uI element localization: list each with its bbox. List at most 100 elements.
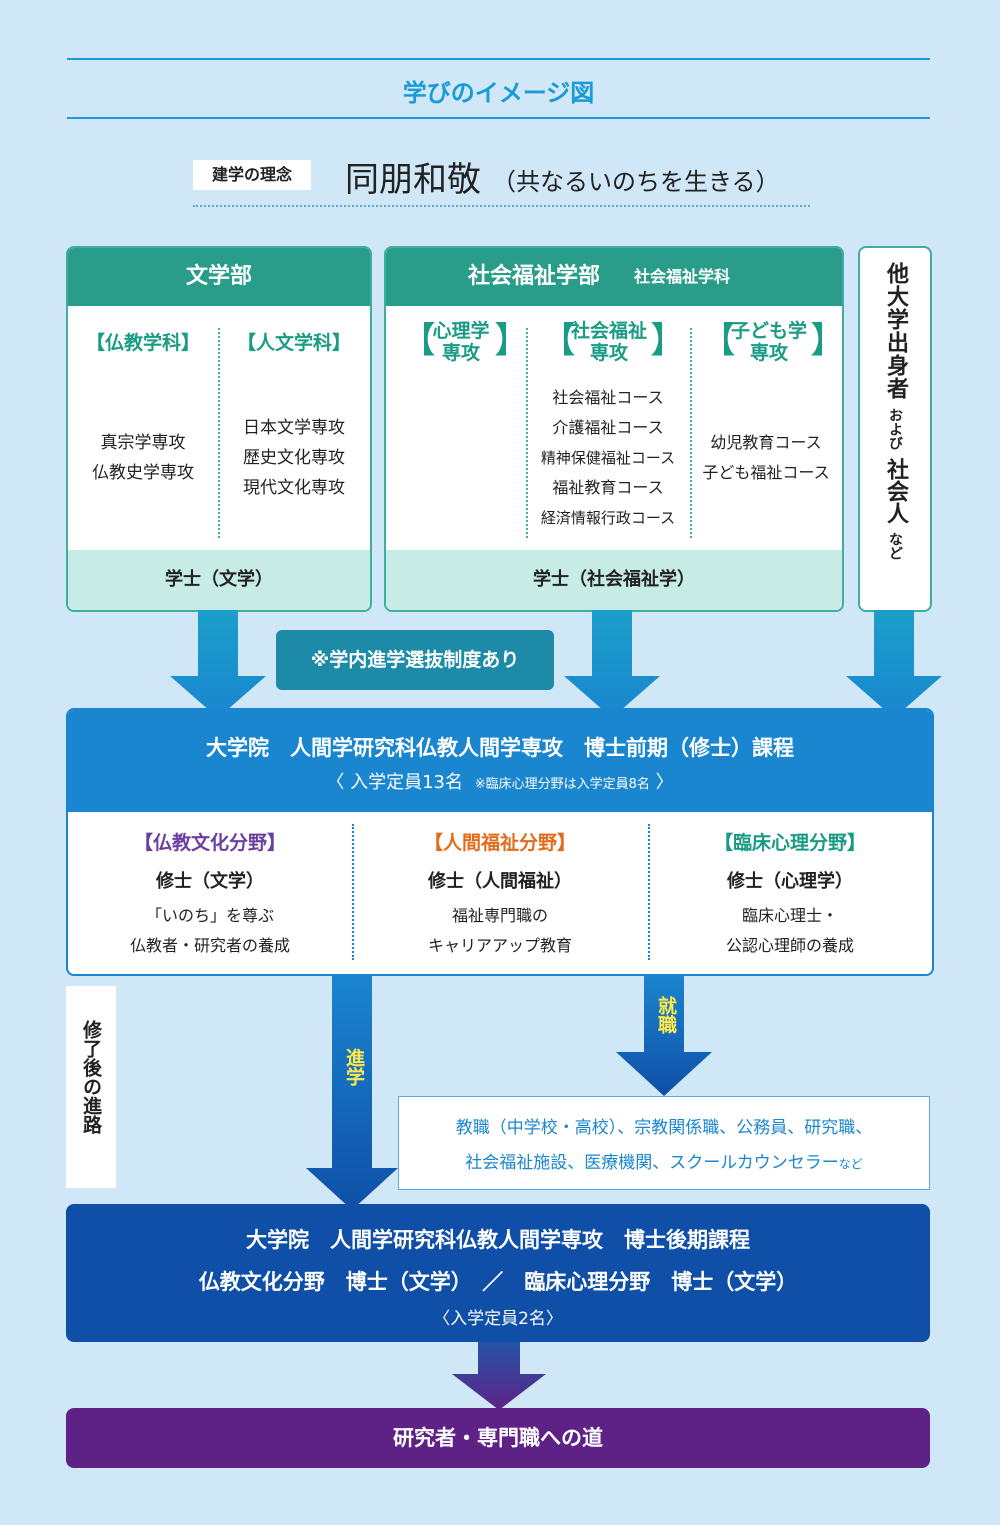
field-desc-line: キャリアアップ教育: [427, 936, 572, 955]
philosophy-badge: 建学の理念: [193, 160, 311, 190]
others-small1: および: [887, 408, 903, 450]
careers-box: 教職（中学校・高校）、宗教関係職、公務員、研究職、 社会福祉施設、医療機関、スク…: [398, 1096, 930, 1190]
field-buddhist-culture: 【仏教文化分野】 修士（文学） 「いのち」を尊ぶ 仏教者・研究者の養成: [68, 828, 352, 961]
list-item: 介護福祉コース: [552, 418, 664, 437]
master-course-title: 大学院 人間学研究科仏教人間学専攻 博士前期（修士）課程: [206, 736, 794, 760]
dept-buddhism-label: 【仏教学科】: [85, 332, 200, 354]
list-item: 福祉教育コース: [552, 478, 664, 497]
arrow-advance-down: [306, 972, 398, 1210]
field-degree: 修士（心理学）: [727, 871, 853, 892]
others-box: 他大学出身者 および 社会人 など: [858, 246, 932, 612]
social-divider-1: [526, 328, 528, 538]
major-social-welfare-label: 【 社会福祉 専攻 】: [538, 318, 686, 368]
master-course-box: 大学院 人間学研究科仏教人間学専攻 博士前期（修士）課程 〈 入学定員13名 ※…: [66, 708, 934, 976]
field-name: 【臨床心理分野】: [713, 832, 866, 854]
major-label-line2: 専攻: [441, 342, 480, 364]
master-capacity: 〈 入学定員13名 ※臨床心理分野は入学定員8名 〉: [68, 768, 932, 794]
field-name: 【人間福祉分野】: [423, 832, 576, 854]
others-line2: 社会人: [883, 458, 908, 524]
faculty-social-welfare-header: 社会福祉学部 社会福祉学科: [386, 248, 842, 306]
field-clinical-psychology: 【臨床心理分野】 修士（心理学） 臨床心理士・ 公認心理師の養成: [648, 828, 932, 961]
careers-line1: 教職（中学校・高校）、宗教関係職、公務員、研究職、: [455, 1118, 873, 1138]
major-label-line2: 専攻: [589, 342, 628, 364]
internal-selection-note: ※学内進学選抜制度あり: [276, 630, 554, 690]
header-bottom-rule: [67, 117, 930, 119]
arrow-social-down: [564, 610, 660, 718]
major-child-label: 【 子ども学 専攻 】: [698, 318, 842, 368]
list-item: 歴史文化専攻: [243, 448, 345, 468]
doctor-capacity: 〈入学定員2名〉: [433, 1309, 563, 1329]
major-label-line1: 社会福祉: [570, 320, 647, 342]
arrow-others-down: [846, 610, 942, 718]
faculty-social-welfare-title: 社会福祉学部: [468, 264, 601, 289]
careers-line2-small: など: [838, 1157, 863, 1171]
faculty-social-welfare-box: 社会福祉学部 社会福祉学科 【 心理学 専攻 】 【 社会福祉 専攻 】 【 子…: [384, 246, 844, 612]
master-course-header: 大学院 人間学研究科仏教人間学専攻 博士前期（修士）課程 〈 入学定員13名 ※…: [68, 710, 932, 812]
after-completion-label: 修了後の進路: [80, 1020, 102, 1134]
arrow-letters-down: [170, 610, 266, 718]
bracket-open: 【: [400, 320, 437, 361]
capacity-end: 〉: [655, 772, 674, 793]
others-line1: 他大学出身者: [883, 262, 908, 400]
major-child-list: 幼児教育コース 子ども福祉コース: [690, 428, 842, 488]
field-human-welfare: 【人間福祉分野】 修士（人間福祉） 福祉専門職の キャリアアップ教育: [352, 828, 648, 961]
list-item: 真宗学専攻: [100, 433, 186, 453]
major-psychology-label: 【 心理学 専攻 】: [394, 318, 531, 368]
arrow-final-down: [452, 1340, 546, 1410]
careers-line2-wrap: 社会福祉施設、医療機関、スクールカウンセラーなど: [399, 1148, 929, 1173]
list-item: 社会福祉コース: [552, 388, 664, 407]
major-social-welfare-list: 社会福祉コース 介護福祉コース 精神保健福祉コース 福祉教育コース 経済情報行政…: [526, 383, 690, 533]
list-item: 子ども福祉コース: [702, 463, 830, 482]
major-label-line2: 専攻: [749, 342, 788, 364]
field-desc-line: 「いのち」を尊ぶ: [145, 906, 274, 925]
list-item: 幼児教育コース: [710, 433, 822, 452]
list-item: 仏教史学専攻: [92, 463, 194, 483]
master-divider-1: [352, 824, 354, 960]
major-label-line1: 子ども学: [730, 320, 807, 342]
letters-divider: [218, 328, 220, 538]
others-small2: など: [887, 532, 903, 560]
field-degree: 修士（人間福祉）: [428, 871, 572, 892]
capacity-note: ※臨床心理分野は入学定員8名: [474, 777, 650, 792]
bracket-open: 【: [540, 320, 577, 361]
bracket-close: 】: [650, 320, 687, 361]
social-welfare-degree: 学士（社会福祉学）: [386, 550, 842, 610]
field-desc-line: 公認心理師の養成: [725, 936, 854, 955]
bracket-close: 】: [494, 320, 531, 361]
dept-buddhism-list: 真宗学専攻 仏教史学専攻: [68, 428, 218, 488]
employ-label: 就職: [655, 996, 677, 1034]
faculty-social-welfare-subtitle: 社会福祉学科: [634, 267, 731, 286]
bracket-open: 【: [700, 320, 737, 361]
field-desc: 臨床心理士・ 公認心理師の養成: [648, 901, 932, 961]
list-item: 精神保健福祉コース: [540, 449, 676, 467]
philosophy-main: 同朋和敬: [345, 160, 481, 200]
arrow-employ-down: [616, 972, 712, 1096]
final-path-box: 研究者・専門職への道: [66, 1408, 930, 1468]
master-divider-2: [648, 824, 650, 960]
careers-line2: 社会福祉施設、医療機関、スクールカウンセラー: [465, 1153, 839, 1173]
doctor-course-box: 大学院 人間学研究科仏教人間学専攻 博士後期課程 仏教文化分野 博士（文学） ／…: [66, 1204, 930, 1342]
after-completion-label-box: 修了後の進路: [66, 986, 116, 1188]
header-top-rule: [67, 58, 930, 60]
field-desc: 福祉専門職の キャリアアップ教育: [352, 901, 648, 961]
major-label-line1: 心理学: [432, 320, 490, 342]
bracket-close: 】: [810, 320, 844, 361]
social-divider-2: [690, 328, 692, 538]
faculty-letters-box: 文学部 【仏教学科】 【人文学科】 真宗学専攻 仏教史学専攻 日本文学専攻 歴史…: [66, 246, 372, 612]
capacity-main: 〈 入学定員13名: [326, 772, 463, 793]
list-item: 日本文学専攻: [243, 418, 345, 438]
field-name: 【仏教文化分野】: [133, 832, 286, 854]
field-desc-line: 仏教者・研究者の養成: [129, 936, 290, 955]
field-desc-line: 福祉専門職の: [451, 906, 548, 925]
field-desc: 「いのち」を尊ぶ 仏教者・研究者の養成: [68, 901, 352, 961]
doctor-course-fields: 仏教文化分野 博士（文学） ／ 臨床心理分野 博士（文学）: [198, 1270, 798, 1294]
philosophy-sub: （共なるいのちを生きる）: [492, 168, 780, 196]
list-item: 現代文化専攻: [243, 478, 345, 498]
doctor-course-title: 大学院 人間学研究科仏教人間学専攻 博士後期課程: [246, 1228, 750, 1252]
advance-label: 進学: [343, 1048, 365, 1086]
dept-humanities-list: 日本文学専攻 歴史文化専攻 現代文化専攻: [218, 413, 370, 503]
faculty-letters-title: 文学部: [68, 248, 370, 306]
philosophy-underline: [193, 205, 810, 207]
list-item: 経済情報行政コース: [540, 509, 676, 527]
